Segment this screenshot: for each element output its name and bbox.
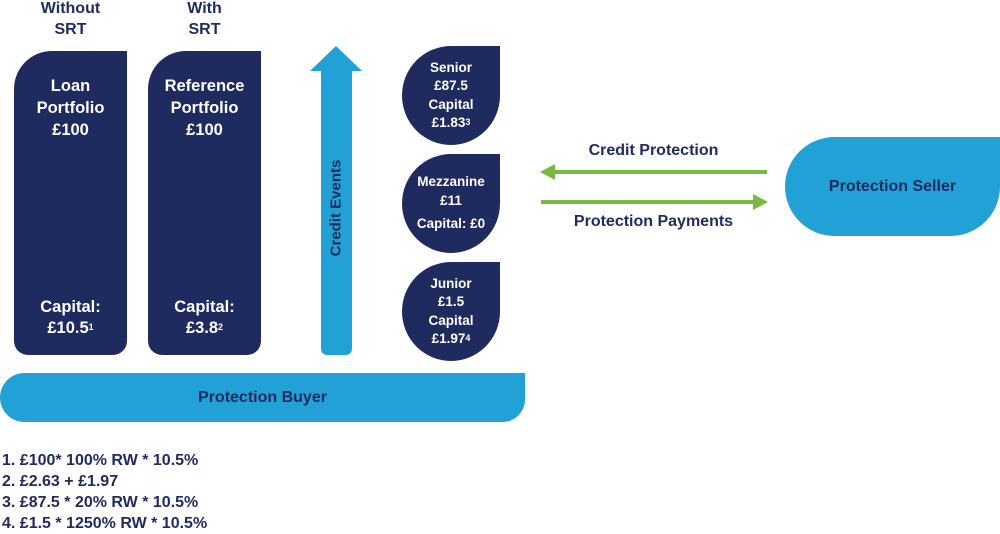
footnote-ref: 3 [465, 117, 471, 127]
capital-label: Capital [428, 312, 474, 328]
arrow-head [540, 164, 555, 180]
title-line: Portfolio [36, 99, 105, 117]
tranche-name: Senior [429, 59, 472, 75]
title-line: Loan [50, 77, 91, 95]
credit-events-arrow [310, 46, 362, 355]
capital-value: £1.83 [431, 115, 466, 130]
footnote: 1. £100* 100% RW * 10.5% [2, 452, 199, 469]
protection-payments-arrow [541, 194, 768, 210]
protection-seller-label: Protection Seller [828, 177, 957, 195]
reference-portfolio-title: Reference Portfolio £100 [148, 75, 261, 141]
footnote-ref: 4 [465, 333, 471, 343]
mezzanine-tranche: Mezzanine £11 Capital: £0 [402, 154, 500, 253]
reference-portfolio-box: Reference Portfolio £100 Capital: £3.82 [148, 51, 261, 355]
footnote: 3. £87.5 * 20% RW * 10.5% [2, 494, 199, 511]
header-line: Without [40, 0, 101, 17]
loan-portfolio-title: Loan Portfolio £100 [14, 75, 127, 141]
footnote: 4. £1.5 * 1250% RW * 10.5% [2, 515, 208, 532]
protection-buyer: Protection Buyer [0, 373, 525, 422]
title-line: Reference [164, 77, 245, 95]
protection-seller: Protection Seller [785, 137, 1000, 236]
reference-portfolio-capital: Capital: £3.82 [148, 297, 261, 339]
arrow-shaft [553, 170, 767, 174]
capital-label: Capital [428, 96, 474, 112]
arrow-shaft [321, 70, 352, 355]
credit-events-label: Credit Events [327, 159, 345, 257]
loan-portfolio-box: Loan Portfolio £100 Capital: £10.51 [14, 51, 127, 355]
credit-protection-arrow [540, 164, 767, 180]
footnote-ref: 1 [88, 322, 94, 332]
junior-tranche: Junior £1.5 Capital £1.974 [402, 262, 500, 361]
arrow-head [753, 194, 768, 210]
capital-value-line: £1.974 [432, 330, 471, 349]
tranche-name: Mezzanine [417, 174, 485, 190]
footnote: 2. £2.63 + £1.97 [2, 473, 119, 490]
capital-value: £1.97 [431, 331, 466, 346]
capital-value-line: £1.833 [432, 114, 471, 133]
capital-value: £3.8 [185, 319, 219, 337]
credit-protection-label: Credit Protection [588, 142, 719, 159]
header-line: SRT [54, 21, 87, 38]
capital-label: Capital: [174, 298, 235, 316]
capital-label: Capital: [40, 298, 101, 316]
footnote-ref: 2 [218, 322, 224, 332]
protection-buyer-label: Protection Buyer [198, 388, 327, 406]
tranche-amount: £87.5 [434, 78, 468, 93]
capital-value-line: £3.82 [148, 318, 261, 339]
arrow-head [310, 46, 362, 71]
title-line: Portfolio [170, 99, 239, 117]
header-line: SRT [188, 21, 221, 38]
with-srt-header: With SRT [148, 0, 261, 40]
senior-tranche: Senior £87.5 Capital £1.833 [402, 46, 500, 145]
loan-portfolio-capital: Capital: £10.51 [14, 297, 127, 339]
capital-value-line: £10.51 [14, 318, 127, 339]
protection-payments-label: Protection Payments [573, 213, 734, 230]
capital-value: £10.5 [47, 319, 89, 337]
portfolio-amount: £100 [186, 121, 223, 139]
capital-value: Capital: £0 [416, 216, 486, 232]
tranche-name: Junior [430, 275, 472, 291]
tranche-amount: £1.5 [437, 294, 465, 309]
tranche-amount: £11 [440, 192, 462, 208]
without-srt-header: Without SRT [14, 0, 127, 40]
header-line: With [187, 0, 222, 17]
arrow-shaft [541, 200, 755, 204]
footnotes: 1. £100* 100% RW * 10.5% 2. £2.63 + £1.9… [2, 450, 207, 534]
portfolio-amount: £100 [52, 121, 89, 139]
